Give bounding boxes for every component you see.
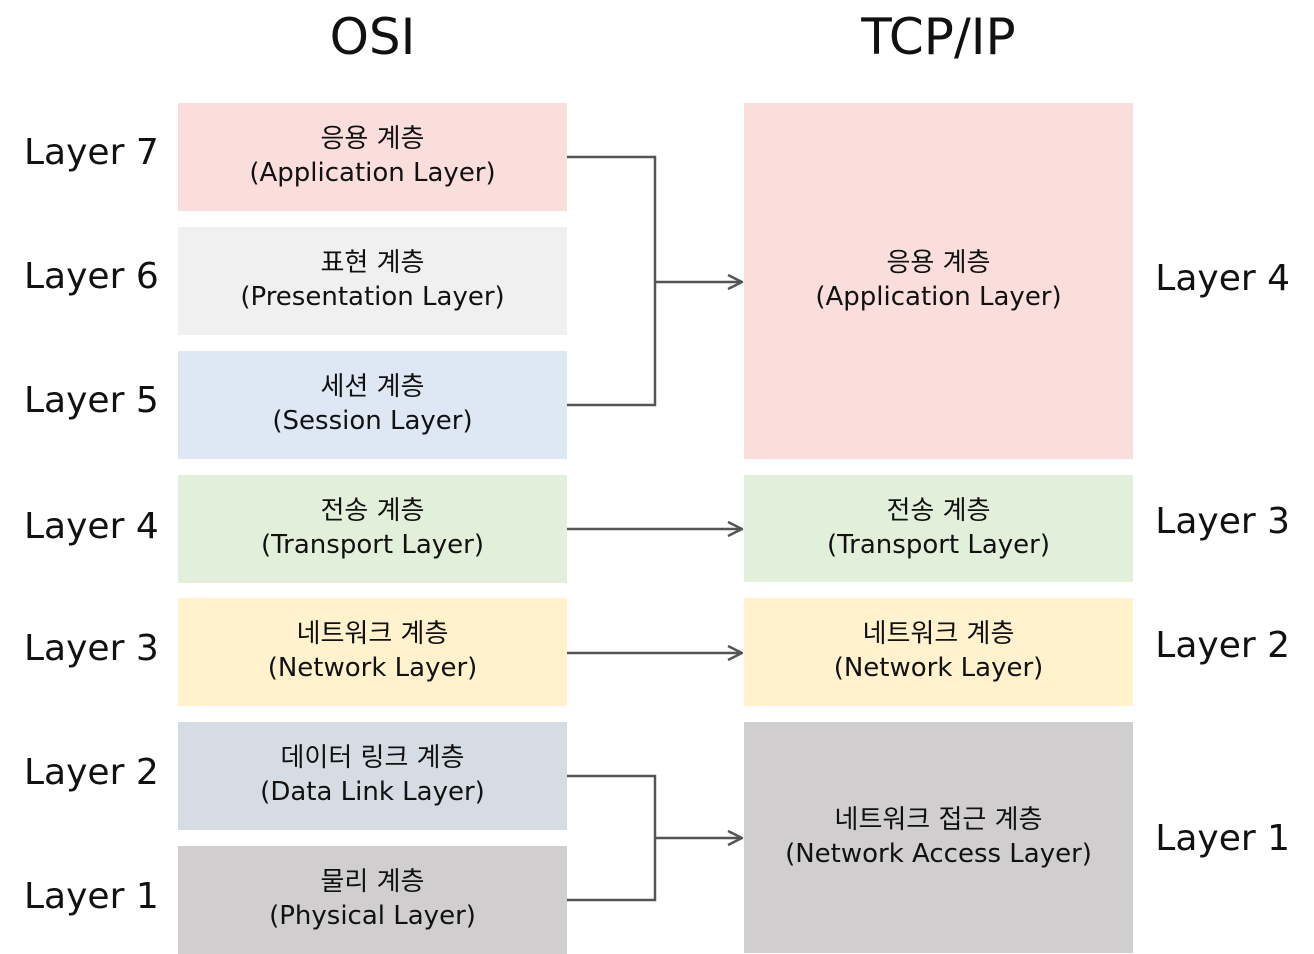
osi-layer-3-label: Layer 3: [24, 628, 159, 669]
osi-session-layer-name-ko: 세션 계층: [320, 372, 425, 403]
osi-transport-layer-box: 전송 계층 (Transport Layer): [178, 475, 567, 583]
application-group-bracket: [567, 155, 657, 407]
osi-physical-layer-box: 물리 계층 (Physical Layer): [178, 846, 567, 954]
osi-layer-6-label: Layer 6: [24, 256, 159, 297]
tcpip-network-layer-name-ko: 네트워크 계층: [862, 619, 1015, 650]
tcpip-transport-layer-name-en: (Transport Layer): [826, 529, 1051, 560]
osi-presentation-layer-name-ko: 표현 계층: [320, 248, 425, 279]
tcpip-layer-4-label: Layer 4: [1155, 258, 1290, 299]
osi-network-layer-name-en: (Network Layer): [267, 653, 478, 683]
tcpip-network-access-layer-name-ko: 네트워크 접근 계층: [834, 804, 1043, 835]
osi-application-layer-name-ko: 응용 계층: [320, 124, 425, 155]
tcpip-layer-3-label: Layer 3: [1155, 501, 1290, 542]
osi-transport-layer-name-en: (Transport Layer): [260, 530, 485, 560]
tcpip-network-access-layer-name-en: (Network Access Layer): [785, 838, 1092, 869]
tcpip-network-access-layer-box: 네트워크 접근 계층 (Network Access Layer): [744, 722, 1133, 953]
tcpip-transport-layer-name-ko: 전송 계층: [886, 495, 991, 526]
network-access-group-bracket: [567, 774, 657, 902]
tcpip-network-layer-box: 네트워크 계층 (Network Layer): [744, 598, 1133, 706]
osi-layer-4-label: Layer 4: [24, 506, 159, 547]
osi-physical-layer-name-ko: 물리 계층: [320, 867, 425, 898]
osi-layer-5-label: Layer 5: [24, 380, 159, 421]
osi-layer-7-label: Layer 7: [24, 132, 159, 173]
osi-presentation-layer-box: 표현 계층 (Presentation Layer): [178, 227, 567, 335]
osi-data-link-layer-name-ko: 데이터 링크 계층: [280, 743, 465, 774]
osi-data-link-layer-box: 데이터 링크 계층 (Data Link Layer): [178, 722, 567, 830]
osi-layer-1-label: Layer 1: [24, 876, 159, 917]
tcpip-transport-layer-box: 전송 계층 (Transport Layer): [744, 475, 1133, 582]
osi-application-layer-name-en: (Application Layer): [249, 158, 496, 188]
osi-title: OSI: [329, 8, 416, 66]
osi-data-link-layer-name-en: (Data Link Layer): [260, 777, 485, 807]
tcpip-network-layer-name-en: (Network Layer): [833, 653, 1044, 683]
osi-session-layer-box: 세션 계층 (Session Layer): [178, 351, 567, 459]
osi-network-layer-box: 네트워크 계층 (Network Layer): [178, 598, 567, 706]
tcpip-application-layer-box: 응용 계층 (Application Layer): [744, 103, 1133, 459]
tcpip-application-layer-name-en: (Application Layer): [815, 282, 1062, 312]
osi-application-layer-box: 응용 계층 (Application Layer): [178, 103, 567, 211]
osi-transport-layer-name-ko: 전송 계층: [320, 496, 425, 527]
tcpip-application-layer-name-ko: 응용 계층: [886, 248, 991, 279]
osi-presentation-layer-name-en: (Presentation Layer): [240, 282, 505, 312]
tcpip-layer-1-label: Layer 1: [1155, 818, 1290, 859]
osi-layer-2-label: Layer 2: [24, 752, 159, 793]
osi-session-layer-name-en: (Session Layer): [272, 406, 473, 436]
osi-network-layer-name-ko: 네트워크 계층: [296, 619, 449, 650]
tcpip-title: TCP/IP: [861, 8, 1016, 66]
osi-physical-layer-name-en: (Physical Layer): [269, 901, 476, 931]
tcpip-layer-2-label: Layer 2: [1155, 625, 1290, 666]
